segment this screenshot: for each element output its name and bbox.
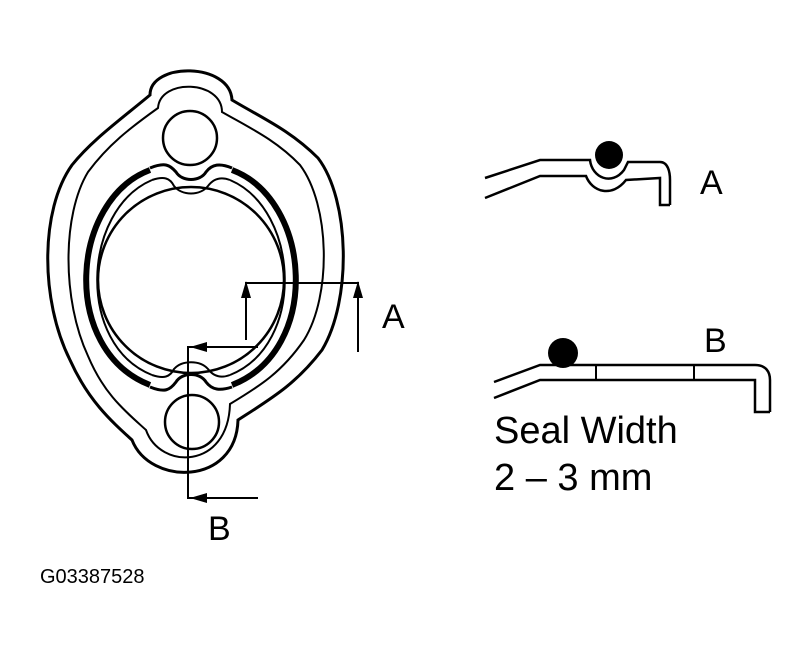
- section-a-arrow-right: [353, 281, 363, 298]
- section-b-arrow-top: [190, 342, 207, 352]
- seal-bottom-bridge-inner: [151, 361, 231, 378]
- seal-bottom-bridge: [149, 373, 233, 392]
- lower-bolt-hole: [163, 393, 221, 451]
- seal-bead-right: [230, 167, 299, 388]
- upper-bolt-hole: [161, 109, 219, 167]
- flange-inner-outline: [67, 85, 325, 459]
- seal-width-title: Seal Width: [494, 410, 678, 452]
- flange-front-view: A B: [46, 69, 405, 548]
- section-a-callout: A: [382, 298, 405, 336]
- section-b-cut: [187, 342, 258, 503]
- figure-id: G03387528: [40, 566, 145, 588]
- detail-b-section: B: [493, 322, 772, 414]
- detail-b-label: B: [704, 322, 727, 360]
- detail-a-label: A: [700, 164, 723, 202]
- section-a-cut: [241, 281, 363, 352]
- seal-bead-left: [83, 167, 152, 388]
- seal-top-bridge: [149, 163, 233, 181]
- seal-width-value: 2 – 3 mm: [494, 457, 652, 499]
- section-b-arrow-bottom: [190, 493, 207, 503]
- detail-a-seal-bead: [595, 141, 623, 169]
- seal-top-bridge-inner: [151, 177, 231, 195]
- section-b-callout: B: [208, 510, 231, 548]
- detail-b-seal-bead: [548, 338, 578, 368]
- center-port: [96, 185, 286, 375]
- flange-outer-outline: [46, 69, 345, 474]
- detail-a-section: A: [484, 141, 723, 207]
